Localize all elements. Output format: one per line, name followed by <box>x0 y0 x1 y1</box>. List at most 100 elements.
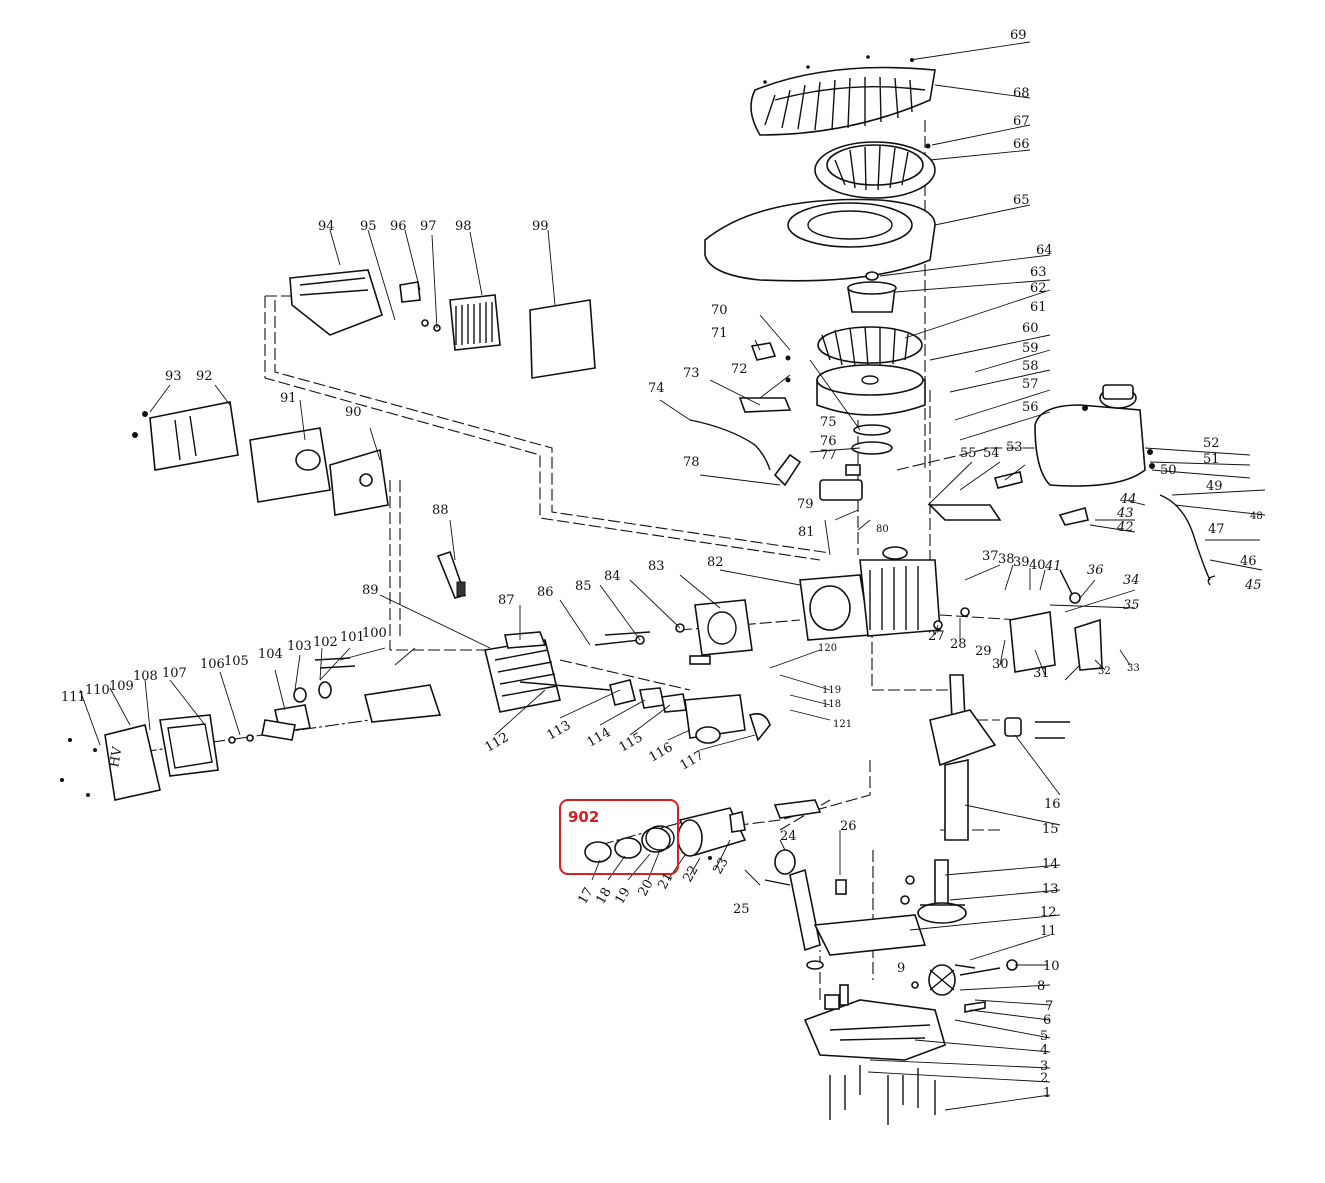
valve-cover: HV <box>60 714 254 801</box>
part-label-25: 25 <box>733 902 750 917</box>
part-label-26: 26 <box>840 819 857 834</box>
part-label-81: 81 <box>798 525 815 540</box>
part-label-10: 10 <box>1043 959 1060 974</box>
throttle-bracket <box>928 471 1103 673</box>
part-label-42: 42 <box>1116 520 1134 535</box>
part-label-44: 44 <box>1119 492 1137 507</box>
part-label-107: 107 <box>162 666 187 681</box>
part-label-96: 96 <box>390 219 407 234</box>
part-label-64: 64 <box>1036 243 1053 258</box>
part-label-62: 62 <box>1030 281 1047 296</box>
starter-pulley <box>814 141 936 199</box>
muffler-shield <box>132 401 239 471</box>
part-label-4: 4 <box>1040 1043 1048 1058</box>
part-label-88: 88 <box>432 503 449 518</box>
part-label-24: 24 <box>780 829 797 844</box>
part-label-61: 61 <box>1030 300 1047 315</box>
part-label-15: 15 <box>1042 822 1059 837</box>
part-label-49: 49 <box>1206 479 1223 494</box>
part-label-63: 63 <box>1030 265 1047 280</box>
air-filter-cover <box>529 299 596 379</box>
spark-plug <box>436 550 467 599</box>
part-label-16: 16 <box>1044 797 1061 812</box>
part-label-13: 13 <box>1042 882 1059 897</box>
part-label-84: 84 <box>604 569 621 584</box>
part-label-52: 52 <box>1203 436 1220 451</box>
connecting-rod <box>773 799 822 819</box>
part-label-1: 1 <box>1043 1086 1051 1101</box>
part-label-118: 118 <box>822 699 841 710</box>
carburetor <box>609 679 771 744</box>
part-label-7: 7 <box>1045 999 1053 1014</box>
head-gasket <box>694 599 753 656</box>
part-label-119: 119 <box>822 685 841 696</box>
highlight-902[interactable]: 902 <box>559 799 679 875</box>
part-label-34: 34 <box>1123 573 1140 588</box>
part-label-87: 87 <box>498 593 515 608</box>
part-label-75: 75 <box>820 415 837 430</box>
highlight-label: 902 <box>568 808 599 826</box>
muffler-gasket <box>329 448 389 516</box>
part-label-22: 22 <box>680 863 701 885</box>
crankcase <box>803 984 946 1125</box>
starter-cup <box>847 271 897 313</box>
part-label-108: 108 <box>133 669 158 684</box>
part-label-117: 117 <box>678 748 707 773</box>
part-label-72: 72 <box>731 362 748 377</box>
part-label-82: 82 <box>707 555 724 570</box>
part-label-23: 23 <box>710 855 731 877</box>
part-label-94: 94 <box>318 219 335 234</box>
part-label-65: 65 <box>1013 193 1030 208</box>
part-label-2: 2 <box>1040 1071 1048 1086</box>
part-label-59: 59 <box>1022 341 1039 356</box>
part-label-102: 102 <box>313 635 338 650</box>
part-label-90: 90 <box>345 405 362 420</box>
part-label-9: 9 <box>897 961 905 976</box>
part-label-114: 114 <box>585 725 614 750</box>
part-label-115: 115 <box>617 730 646 755</box>
part-label-50: 50 <box>1160 463 1177 478</box>
part-label-98: 98 <box>455 219 472 234</box>
piston-rings-assembly <box>584 807 747 863</box>
flywheel <box>816 326 926 416</box>
part-label-105: 105 <box>224 654 249 669</box>
part-label-11: 11 <box>1040 924 1057 939</box>
part-label-77: 77 <box>820 448 837 463</box>
part-label-12: 12 <box>1040 905 1057 920</box>
flywheel-washers <box>819 424 893 501</box>
governor-parts <box>764 849 847 970</box>
part-label-54: 54 <box>983 446 1000 461</box>
crankshaft <box>929 674 1070 841</box>
part-label-58: 58 <box>1022 359 1039 374</box>
part-label-32: 32 <box>1098 666 1111 677</box>
part-label-112: 112 <box>483 730 512 755</box>
part-label-60: 60 <box>1022 321 1039 336</box>
part-label-53: 53 <box>1006 440 1023 455</box>
part-label-41: 41 <box>1044 559 1062 574</box>
part-label-31: 31 <box>1033 666 1050 681</box>
part-label-104: 104 <box>258 647 283 662</box>
part-label-121: 121 <box>833 719 852 730</box>
part-label-19: 19 <box>612 885 633 907</box>
part-label-109: 109 <box>109 679 134 694</box>
part-label-37: 37 <box>982 549 999 564</box>
part-label-70: 70 <box>711 303 728 318</box>
part-label-27: 27 <box>928 629 945 644</box>
part-label-111: 111 <box>61 690 86 705</box>
part-label-100: 100 <box>362 626 387 641</box>
cylinder-head <box>484 631 561 713</box>
part-label-51: 51 <box>1203 452 1220 467</box>
part-label-6: 6 <box>1043 1013 1051 1028</box>
part-label-28: 28 <box>950 637 967 652</box>
cylinder-block <box>799 546 970 641</box>
part-label-14: 14 <box>1042 857 1059 872</box>
part-label-36: 36 <box>1087 563 1104 578</box>
part-label-29: 29 <box>975 644 992 659</box>
part-label-80: 80 <box>876 524 889 535</box>
part-label-40: 40 <box>1029 558 1046 573</box>
part-label-110: 110 <box>85 683 110 698</box>
part-label-21: 21 <box>655 870 676 892</box>
part-label-103: 103 <box>287 639 312 654</box>
part-label-71: 71 <box>711 326 728 341</box>
